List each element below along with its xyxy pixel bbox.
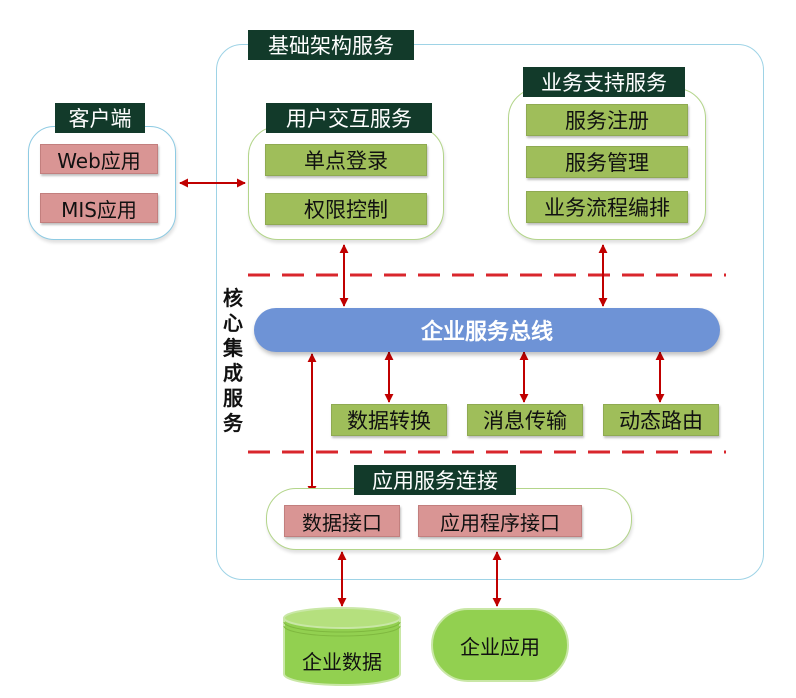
- enterprise-data-label: 企业数据: [302, 650, 382, 674]
- core-item-message-transport: 消息传输: [467, 404, 583, 436]
- app-connection-item-data-interface: 数据接口: [284, 505, 400, 537]
- user-interaction-item-sso: 单点登录: [265, 144, 427, 176]
- client-item-mis: MIS应用: [40, 193, 158, 223]
- user-interaction-item-permission: 权限控制: [265, 193, 427, 225]
- platform-container: [216, 44, 764, 580]
- client-item-web: Web应用: [40, 144, 158, 174]
- app-connection-item-api: 应用程序接口: [418, 505, 582, 537]
- core-integration-label: 核心集成服务: [223, 286, 243, 435]
- core-item-dynamic-routing: 动态路由: [603, 404, 719, 436]
- client-title: 客户端: [55, 103, 145, 133]
- business-support-title: 业务支持服务: [523, 67, 685, 97]
- enterprise-app: 企业应用: [431, 608, 569, 682]
- enterprise-service-bus: 企业服务总线: [254, 308, 720, 352]
- database-cylinder-icon: [283, 607, 401, 686]
- app-connection-title: 应用服务连接: [354, 465, 516, 495]
- business-support-item-register: 服务注册: [526, 104, 688, 136]
- core-item-data-transform: 数据转换: [331, 404, 447, 436]
- business-support-item-manage: 服务管理: [526, 146, 688, 178]
- user-interaction-title: 用户交互服务: [266, 103, 432, 133]
- platform-title: 基础架构服务: [248, 30, 414, 60]
- business-support-item-orchestration: 业务流程编排: [526, 191, 688, 223]
